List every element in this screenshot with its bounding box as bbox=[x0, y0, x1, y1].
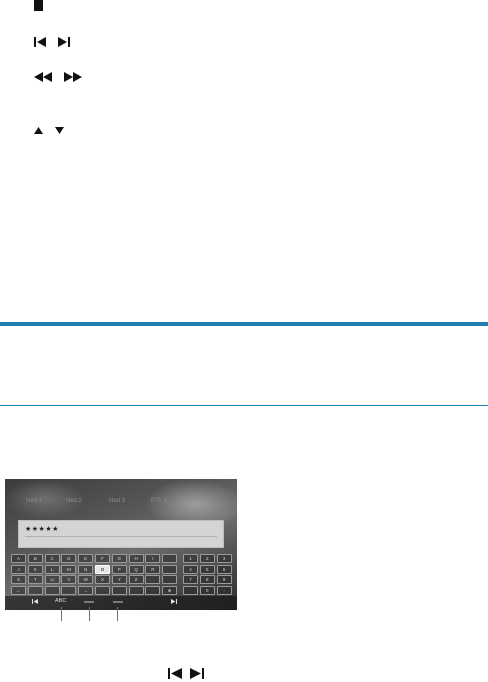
tab-ned-2[interactable]: Ned 2 bbox=[66, 498, 83, 504]
section-divider-thick bbox=[0, 322, 488, 326]
keyboard-key[interactable]: J bbox=[11, 564, 26, 574]
next-icon bbox=[190, 668, 204, 679]
next-icon bbox=[58, 37, 70, 47]
tab-rtl-4[interactable]: RTL 4 bbox=[151, 498, 168, 504]
keyboard-key[interactable]: X bbox=[95, 575, 110, 584]
callout-line-1 bbox=[61, 607, 62, 621]
keyboard-key[interactable]: P bbox=[111, 564, 127, 574]
keyboard-key[interactable]: 4 bbox=[183, 564, 198, 574]
keyboard-key[interactable]: Q bbox=[128, 564, 144, 574]
keyboard-key[interactable]: G bbox=[111, 554, 127, 563]
keyboard-key[interactable]: V bbox=[61, 575, 77, 584]
keyboard-key[interactable]: B bbox=[27, 554, 43, 563]
input-mode-abc[interactable]: ABC bbox=[55, 598, 67, 604]
previous-icon bbox=[34, 37, 46, 47]
keyboard-key[interactable]: 6 bbox=[216, 564, 232, 574]
keyboard-key[interactable]: H bbox=[128, 554, 144, 563]
keyboard-key[interactable] bbox=[162, 554, 178, 563]
password-value: ★★★★★ bbox=[25, 526, 59, 533]
keyboard-key[interactable] bbox=[95, 585, 110, 595]
tab-ned-3[interactable]: Ned 3 bbox=[109, 498, 126, 504]
keyboard-key[interactable]: 7 bbox=[183, 575, 198, 584]
keyboard-key[interactable]: ⊕ bbox=[162, 585, 178, 595]
keyboard-key[interactable]: Y bbox=[111, 575, 127, 584]
keyboard-key[interactable]: 0 bbox=[199, 585, 215, 595]
down-icon bbox=[55, 127, 64, 134]
icon-row-stop bbox=[34, 0, 43, 11]
tab-ned-1[interactable]: Ned 1 bbox=[26, 498, 43, 504]
callout-line-3 bbox=[117, 607, 118, 621]
callout-line-2 bbox=[89, 607, 90, 621]
keyboard-key[interactable]: 2 bbox=[199, 554, 215, 563]
symbol-mode-icon[interactable] bbox=[113, 600, 123, 604]
channel-tabs: Ned 1 Ned 2 Ned 3 RTL 4 RTL 5 bbox=[5, 498, 237, 512]
keyboard-key[interactable]: L bbox=[44, 564, 60, 574]
icon-row-updown bbox=[34, 127, 64, 134]
keyboard-key[interactable]: N bbox=[78, 564, 94, 574]
section-divider-thin bbox=[0, 405, 488, 406]
keyboard-key[interactable]: → bbox=[78, 585, 94, 595]
keyboard-key[interactable]: 9 bbox=[216, 575, 232, 584]
keyboard-key[interactable]: 8 bbox=[199, 575, 215, 584]
keyboard-key[interactable]: K bbox=[27, 564, 43, 574]
background-cloud bbox=[5, 479, 85, 519]
keyboard-key[interactable]: 3 bbox=[216, 554, 232, 563]
icon-row-skip bbox=[34, 37, 70, 47]
keyboard-key[interactable]: M bbox=[61, 564, 77, 574]
keyboard-key[interactable]: 5 bbox=[199, 564, 215, 574]
keyboard-key[interactable] bbox=[128, 585, 144, 595]
keyboard-key[interactable]: ← bbox=[11, 585, 26, 595]
keyboard-key[interactable]: W bbox=[78, 575, 94, 584]
keyboard-bottom-bar: ABC bbox=[5, 596, 237, 610]
keyboard-key[interactable]: F bbox=[95, 554, 110, 563]
keyboard-key[interactable]: S bbox=[11, 575, 26, 584]
password-underline bbox=[25, 536, 217, 537]
up-icon bbox=[34, 127, 43, 134]
password-field[interactable]: ★★★★★ bbox=[18, 520, 224, 548]
keyboard-key[interactable] bbox=[145, 575, 161, 584]
keyboard-key[interactable] bbox=[183, 585, 198, 595]
fast-forward-icon bbox=[64, 72, 82, 82]
keyboard-key[interactable] bbox=[162, 564, 178, 574]
keyboard-key[interactable] bbox=[162, 575, 178, 584]
keyboard-key[interactable]: R bbox=[145, 564, 161, 574]
previous-icon bbox=[168, 668, 182, 679]
keyboard-key[interactable]: O bbox=[95, 564, 110, 574]
rewind-icon bbox=[34, 72, 52, 82]
previous-icon[interactable] bbox=[32, 599, 38, 604]
keyboard-key[interactable]: I bbox=[145, 554, 161, 563]
keyboard-key[interactable]: A bbox=[11, 554, 26, 563]
lowercase-mode-icon[interactable] bbox=[84, 600, 94, 604]
keyboard-key[interactable]: T bbox=[27, 575, 43, 584]
keyboard-key[interactable] bbox=[111, 585, 127, 595]
keyboard-key[interactable]: C bbox=[44, 554, 60, 563]
keyboard-key[interactable]: Z bbox=[128, 575, 144, 584]
keyboard-key[interactable] bbox=[145, 585, 161, 595]
icon-row-search bbox=[34, 72, 82, 82]
stop-icon bbox=[34, 0, 43, 11]
keyboard-key[interactable] bbox=[44, 585, 60, 595]
keyboard-key[interactable]: E bbox=[78, 554, 94, 563]
tab-rtl-5[interactable]: RTL 5 bbox=[191, 498, 208, 504]
footer-skip-icons bbox=[168, 668, 204, 679]
keyboard-key[interactable] bbox=[61, 585, 77, 595]
keyboard-key[interactable]: D bbox=[61, 554, 77, 563]
keyboard-key[interactable]: 1 bbox=[183, 554, 198, 563]
keyboard-key[interactable]: U bbox=[44, 575, 60, 584]
keyboard-key[interactable] bbox=[27, 585, 43, 595]
keyboard-key[interactable]: - bbox=[216, 585, 232, 595]
next-icon[interactable] bbox=[171, 599, 177, 604]
